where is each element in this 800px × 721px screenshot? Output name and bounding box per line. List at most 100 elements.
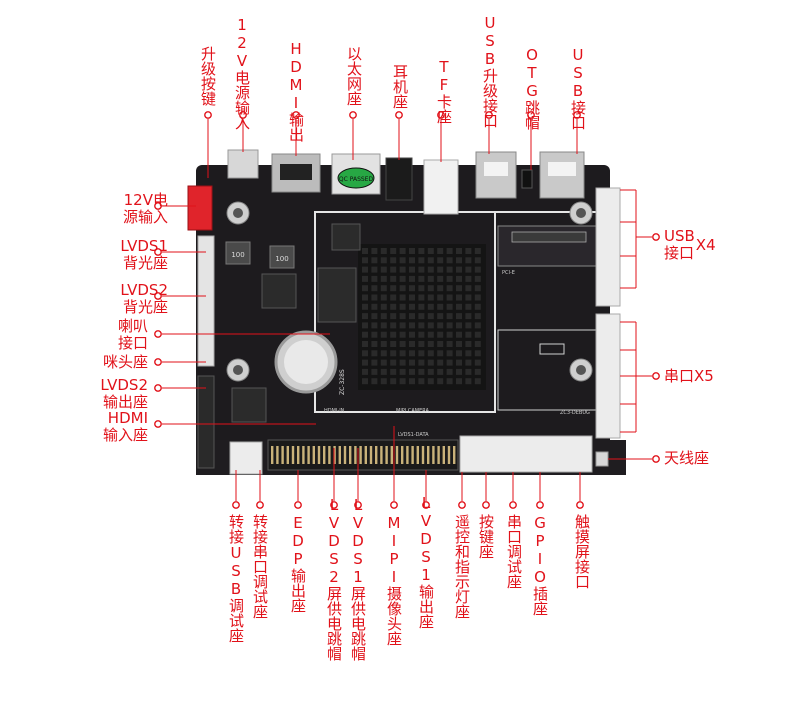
header-pin [317,446,321,464]
label-adapter-usb-debug: 转接USB调试座 [227,514,245,643]
heatsink-fin [390,368,397,375]
right-serial-headers [595,313,621,439]
hdmi-in-silk-text: HDMI-IN [324,408,345,414]
leader-dot [154,248,162,256]
header-pin [421,446,425,464]
heatsink-fin [456,331,462,338]
heatsink-fin [474,303,481,310]
heatsink-fin [362,341,368,347]
heatsink-fin [362,313,368,320]
heatsink-fin [474,322,481,329]
leader-dot [390,501,398,509]
inductor-a [225,241,251,265]
antenna-socket [595,451,609,467]
heatsink-fin [427,359,434,366]
heatsink-fin [427,368,434,375]
label-upgrade-key: 升级按键 [199,46,217,106]
header-pin [411,446,414,464]
heatsink-fin [446,257,453,264]
header-pin [333,446,336,464]
header-pin [271,446,274,464]
label-edp-output: EDP输出座 [289,514,307,613]
label-speaker-port: 喇叭 接口 [117,317,148,352]
heatsink-fin [427,313,434,320]
heatsink-fin [465,322,472,329]
heatsink-fin [371,322,378,329]
heatsink-fins [362,248,481,385]
leader-dot [527,111,535,119]
bottom-pins [271,446,456,464]
heatsink-fin [399,257,406,264]
silkscreen-outline [314,211,496,413]
label-usb-port-top: USB接口 [569,46,587,130]
heatsink-fin [362,285,368,292]
heatsink-fin [390,285,397,292]
heatsink-fin [399,368,406,375]
heatsink-fin [399,275,406,282]
heatsink-fin [427,350,434,357]
heatsink-fin [409,275,415,282]
heatsink-fin [427,266,434,273]
leader-dot [482,501,490,509]
heatsink-fin [371,359,378,366]
heatsink-fin [371,257,378,264]
label-lvds2-power-jumper: LVDS2屏供电跳帽 [325,496,343,661]
heatsink-fin [446,275,453,282]
heatsink-fin [362,266,368,273]
heatsink-fin [446,359,453,366]
heatsink-fin [427,285,434,292]
heatsink-fin [390,359,397,366]
heatsink-fin [465,275,472,282]
heatsink-fin [371,368,378,375]
label-adapter-serial-debug: 转接串口调试座 [251,514,269,619]
leader-dot [154,420,162,428]
heatsink-fin [362,248,368,254]
heatsink-fin [418,266,425,273]
heatsink-fin [446,341,453,347]
heatsink-fin [456,341,462,347]
heatsink-fin [371,378,378,385]
heatsink-fin [380,331,387,338]
heatsink-fin [399,248,406,254]
heatsink-fin [380,313,387,320]
header-pin [307,446,310,464]
heatsink-fin [427,378,434,385]
heatsink-fin [474,248,481,254]
heatsink-fin [399,294,406,301]
header-pin [312,446,315,464]
heatsink-fin [446,368,453,375]
heatsink-fin [380,275,387,282]
heatsink-fin [409,368,415,375]
heatsink-fin [418,350,425,357]
label-mic-port: 咪头座 [102,353,148,371]
heatsink-fin [409,359,415,366]
leader-dot [458,501,466,509]
header-pin [427,446,430,464]
heatsink-fin [380,368,387,375]
heatsink-fin [371,331,378,338]
heatsink-fin [456,275,462,282]
heatsink-fin [399,285,406,292]
header-pin [281,446,284,464]
heatsink-fin [380,341,387,347]
mounting-hole-center [233,208,243,218]
chip-lvds [231,387,267,423]
header-pin [338,446,341,464]
header-pin [390,446,393,464]
heatsink-fin [390,266,397,273]
label-lvds1-output: LVDS1输出座 [417,494,435,629]
label-otg-jumper: OTG跳帽 [523,46,541,130]
leader-dot [573,111,581,119]
heatsink-fin [474,313,481,320]
heatsink-fin [474,266,481,273]
heatsink-fin [465,285,472,292]
heatsink-fin [390,257,397,264]
leader-dot [239,111,247,119]
heatsink-fin [437,257,444,264]
heatsink-fin [409,350,415,357]
heatsink-fin [437,285,444,292]
leader-dot [292,111,300,119]
heatsink-fin [437,378,444,385]
leader-dot [437,111,445,119]
heatsink-fin [371,285,378,292]
